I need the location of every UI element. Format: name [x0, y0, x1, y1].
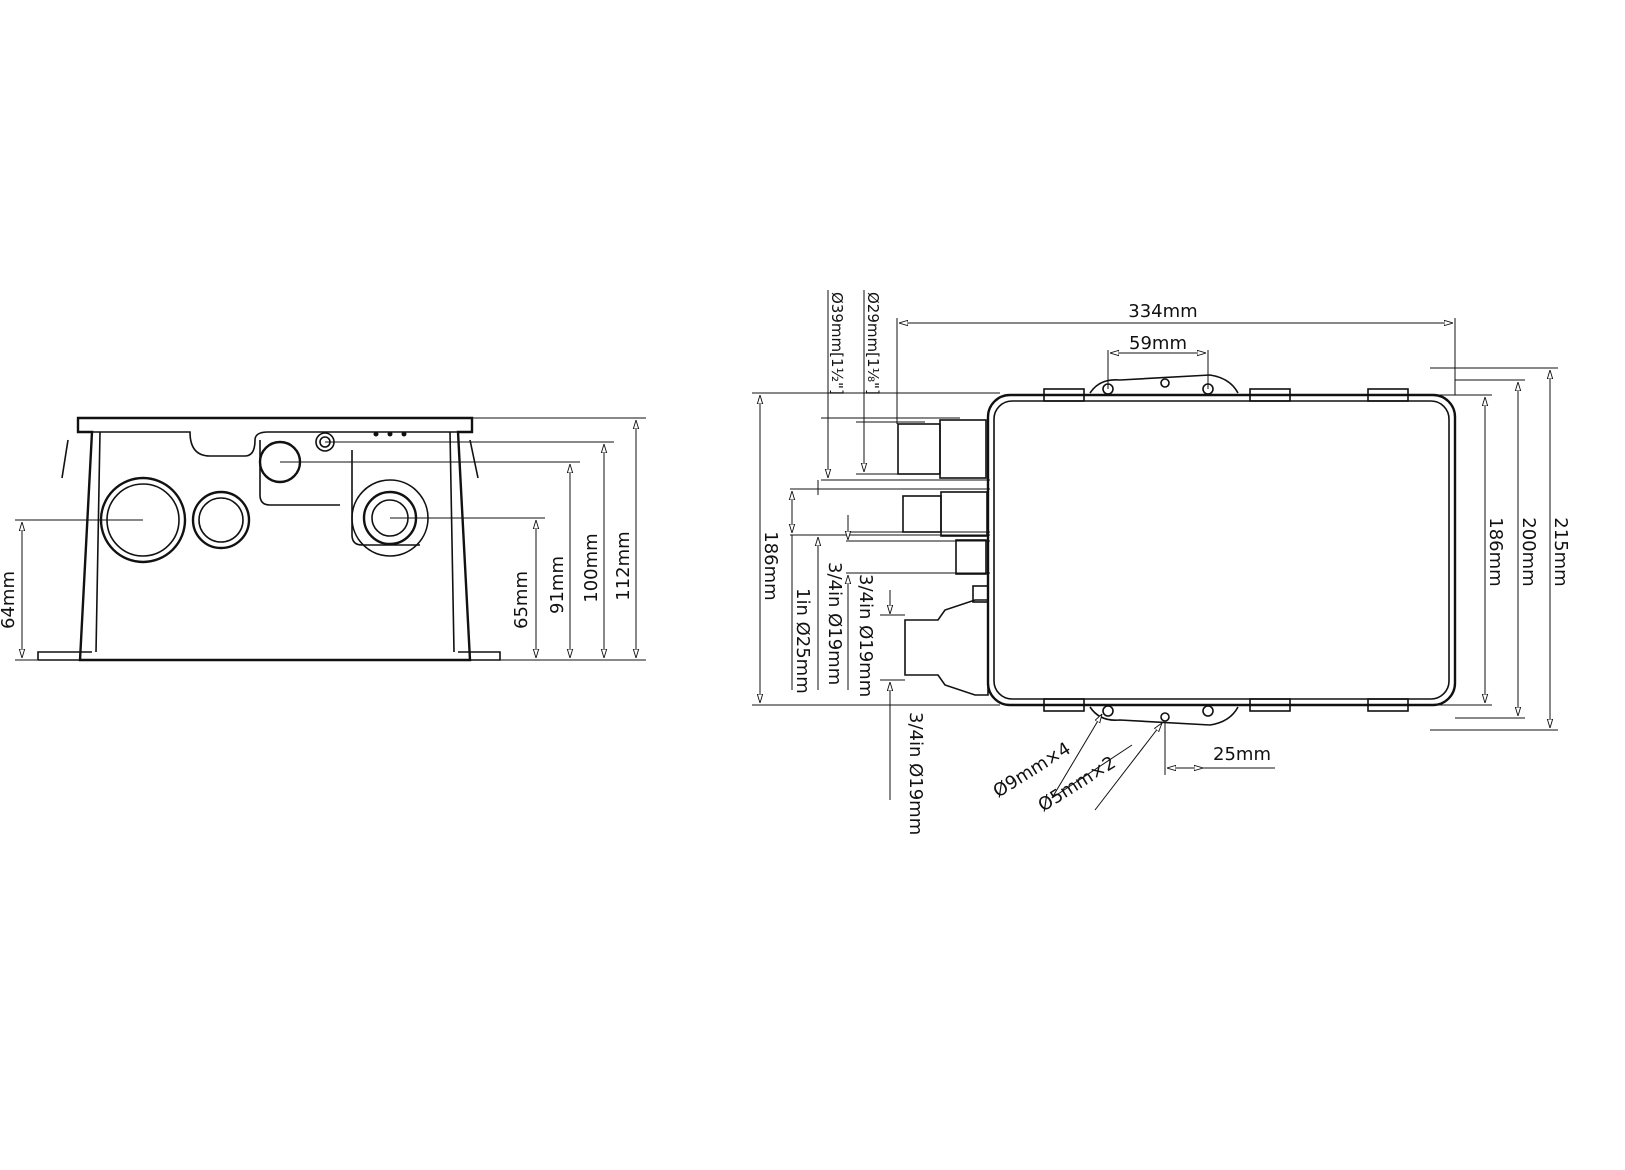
dim-100mm: 100mm [581, 533, 602, 602]
dim-59mm: 59mm [1129, 333, 1187, 354]
top-body-outline [986, 393, 1457, 707]
dim-91mm: 91mm [547, 556, 568, 614]
dim-112mm: 112mm [613, 531, 634, 600]
side-view: 64mm 65mm 91mm 100mm 112mm [0, 416, 646, 662]
dim-186mm-left: 186mm [760, 531, 781, 600]
label-port-19-a: 3/4in Ø19mm [824, 562, 845, 685]
label-port-19-c: 3/4in Ø19mm [905, 712, 926, 835]
dim-215mm: 215mm [1550, 517, 1571, 586]
label-port-29: Ø29mm[1⅛"] [864, 292, 882, 395]
side-port-medium [191, 490, 251, 550]
port-small-stub [972, 585, 989, 603]
label-port-39: Ø39mm[1½"] [828, 292, 846, 395]
dim-186mm-right: 186mm [1485, 517, 1506, 586]
label-port-19-b: 3/4in Ø19mm [855, 574, 876, 697]
port-39 [897, 419, 987, 479]
port-29 [902, 491, 988, 537]
dim-334mm: 334mm [1128, 301, 1197, 322]
port-19-a [955, 539, 987, 575]
dim-65mm: 65mm [511, 571, 532, 629]
top-view: 334mm 59mm 25mm 186mm 186mm 200mm 215mm … [752, 290, 1571, 835]
port-19-b [904, 599, 989, 696]
label-port-25: 1in Ø25mm [792, 588, 813, 694]
side-body-outline [76, 416, 474, 662]
dim-64mm: 64mm [0, 571, 19, 629]
dim-200mm: 200mm [1518, 517, 1539, 586]
mounting-brackets [1043, 374, 1409, 726]
dim-25mm: 25mm [1213, 744, 1271, 765]
